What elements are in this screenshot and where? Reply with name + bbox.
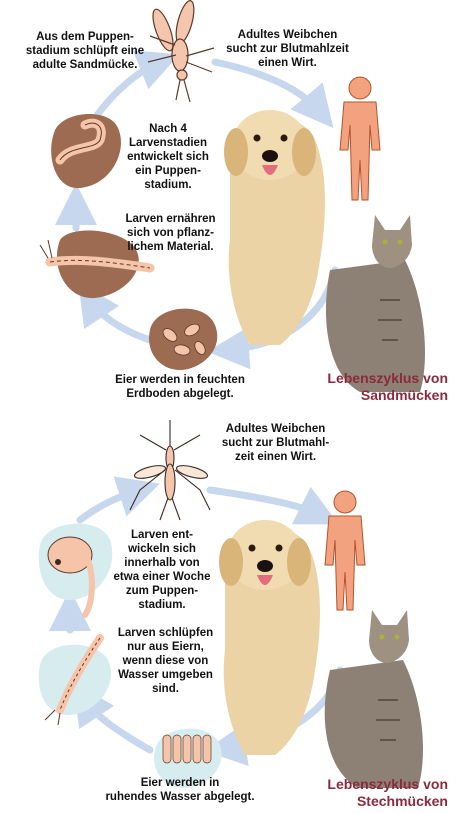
cat-icon	[325, 610, 423, 788]
mosquito-icon	[130, 420, 210, 520]
mosquito-step-eggs: Eier werden in ruhendes Wasser abgelegt.	[100, 776, 260, 804]
eggs-icon	[149, 309, 217, 370]
mosquito-step-larva: Larven schlüpfen nur aus Eiern, wenn die…	[108, 626, 223, 696]
mosquito-cycle-graphic	[0, 410, 460, 813]
sandfly-step-eggs: Eier werden in feuchten Erdboden abgeleg…	[105, 373, 255, 401]
pupa-icon	[51, 114, 121, 188]
sandfly-cycle-title: Lebenszyklus von Sandmücken	[300, 370, 448, 404]
human-silhouette-icon	[340, 77, 380, 200]
mosquito-cycle-title: Lebenszyklus von Stechmücken	[300, 776, 448, 810]
human-silhouette-icon	[325, 491, 365, 610]
sandfly-lifecycle-panel: Aus dem Puppen- stadium schlüpft eine ad…	[0, 0, 460, 410]
mosquito-step-pupa: Larven ent- wickeln sich innerhalb von e…	[112, 528, 212, 612]
sandfly-step-larva: Larven ernähren sich von pflanz- lichem …	[113, 212, 228, 254]
sandfly-icon	[148, 0, 214, 102]
pupa-icon	[39, 524, 113, 615]
cat-icon	[326, 215, 425, 392]
dog-icon	[224, 110, 325, 345]
sandfly-step-pupa: Nach 4 Larvenstadien entwickelt sich ein…	[118, 122, 218, 192]
sandfly-step-adult: Aus dem Puppen- stadium schlüpft eine ad…	[20, 30, 150, 72]
mosquito-lifecycle-panel: Adultes Weibchen sucht zur Blutmahl- zei…	[0, 410, 460, 813]
mosquito-step-female: Adultes Weibchen sucht zur Blutmahl- zei…	[208, 422, 343, 464]
sandfly-step-female: Adultes Weibchen sucht zur Blutmahlzeit …	[220, 28, 355, 70]
